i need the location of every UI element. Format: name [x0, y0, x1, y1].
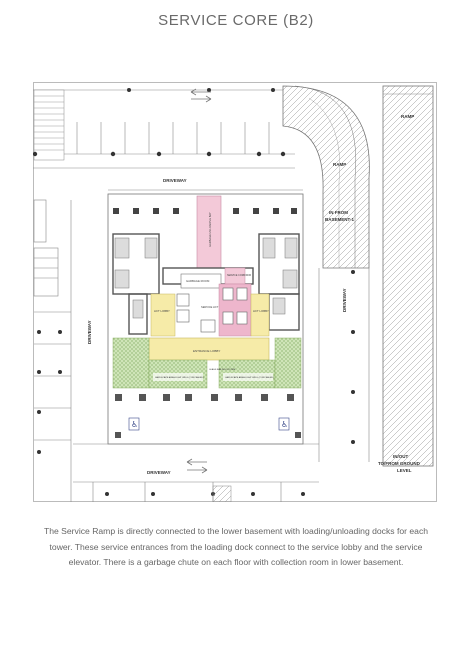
loading-bay-label: GARBAGE UNLOADING BAY: [208, 212, 212, 247]
left-parking-stripes: [33, 89, 65, 161]
column-icon: [37, 330, 62, 454]
column-icon: [115, 394, 301, 438]
lift-lobby-left-label: LIFT LOBBY: [154, 309, 170, 313]
driveway-bottom-label: DRIVEWAY: [147, 470, 171, 475]
service-lift-label: SERVICE LIFT: [201, 305, 219, 309]
svg-text:♿: ♿: [131, 420, 138, 429]
passenger-lift-cars: [176, 293, 216, 333]
service-corridor-label: SERVICE CORRIDOR: [227, 274, 251, 277]
ramp-right-label: RAMP: [401, 114, 414, 119]
straight-ramp: [382, 85, 434, 467]
landscape-area-right-edge: [274, 337, 302, 389]
service-lift-cars: [222, 287, 248, 325]
driveway-left-label: DRIVEWAY: [87, 320, 92, 344]
accessible-parking-icon: ♿: [128, 417, 140, 431]
driveway-right-label: DRIVEWAY: [342, 288, 347, 312]
driveway-top-label: DRIVEWAY: [163, 178, 187, 183]
arrow-left-icon: [190, 88, 212, 103]
curved-ramp: [282, 85, 370, 269]
inout-label-3: LEVEL: [397, 468, 412, 473]
lift-lobby-right: [250, 293, 270, 337]
column-icon: [113, 208, 297, 214]
column-icon: [33, 88, 286, 157]
glass-railing-label: GLASS RAILING SYSTEM: [209, 368, 235, 371]
in-from-label: IN FROM: [329, 210, 348, 215]
lift-lobby-left: [150, 293, 176, 337]
bottom-parking: [92, 482, 282, 502]
svg-text:♿: ♿: [281, 420, 288, 429]
loading-bay: [196, 195, 222, 269]
in-from-basement-label: BASEMENT-1: [325, 217, 355, 222]
core-grey: [114, 237, 298, 319]
ramp-curve-label: RAMP: [333, 162, 346, 167]
floor-plan: RAMP RAMP DRIVEWAY IN FROM BASEMENT-1 DR…: [33, 82, 437, 502]
accessible-parking-icon: ♿: [278, 417, 290, 431]
page-title: SERVICE CORE (B2): [158, 12, 314, 29]
caption: The Service Ramp is directly connected t…: [43, 526, 429, 567]
inout-label-2: TO/FROM GROUND: [378, 461, 421, 466]
top-parking-bays: [33, 89, 295, 169]
column-icon: [351, 270, 355, 444]
left-parking: [33, 199, 72, 502]
inout-label: IN/OUT: [393, 454, 409, 459]
entrance-lobby-label: ENTRANCE LOBBY: [193, 349, 220, 353]
garbage-room-label: GARBAGE ROOM: [186, 279, 210, 283]
lift-lobby-right-label: LIFT LOBBY: [253, 309, 269, 313]
landscape-right-label: LANDSCAPE AREA LIGHT WELL (CONCEALED): [225, 376, 274, 379]
landscape-left-label: LANDSCAPE AREA LIGHT WELL (CONCEALED): [155, 376, 204, 379]
landscape-area-left: [112, 337, 150, 389]
arrow-right-icon: [186, 458, 208, 474]
garbage-room: [180, 273, 222, 289]
